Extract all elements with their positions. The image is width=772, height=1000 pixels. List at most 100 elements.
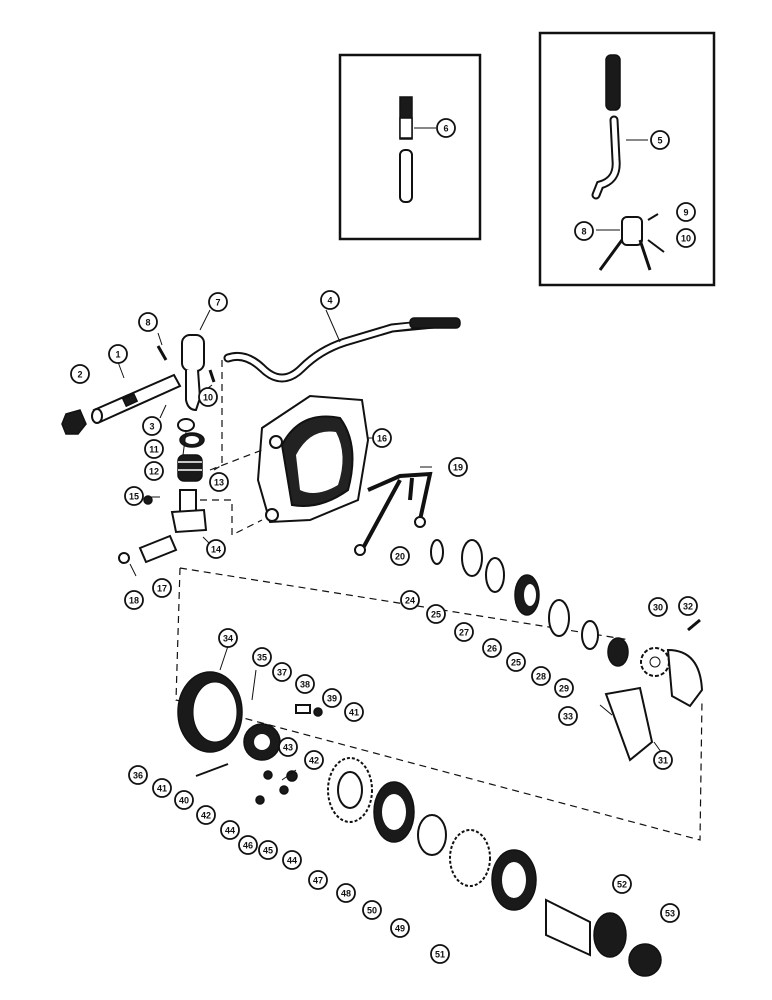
callout-9: 9 [676, 202, 696, 222]
callout-circle [174, 790, 194, 810]
callout-circle [448, 457, 468, 477]
callout-52: 52 [612, 874, 632, 894]
output-shaft [545, 898, 662, 977]
callout-circle [676, 228, 696, 248]
callout-number: 37 [277, 668, 287, 678]
pin [118, 534, 178, 564]
callout-circle [454, 622, 474, 642]
shift-lever-rod [223, 317, 461, 383]
callout-17: 17 [152, 578, 172, 598]
spring-assembly [177, 418, 205, 482]
callout-16: 16 [372, 428, 392, 448]
callout-8: 8 [138, 312, 158, 332]
callout-number: 13 [214, 478, 224, 488]
callout-number: 3 [149, 422, 154, 432]
callout-11: 11 [144, 439, 164, 459]
callout-number: 32 [683, 602, 693, 612]
callout-circle [138, 312, 158, 332]
callout-circle [152, 578, 172, 598]
callout-number: 8 [581, 227, 586, 237]
callout-number: 44 [225, 826, 235, 836]
callout-32: 32 [678, 596, 698, 616]
callout-10: 10 [676, 228, 696, 248]
callout-number: 48 [341, 889, 351, 899]
callout-number: 4 [327, 296, 332, 306]
callout-number: 8 [145, 318, 150, 328]
callout-29: 29 [554, 678, 574, 698]
pivot-shaft [91, 373, 182, 424]
callout-number: 34 [223, 634, 233, 644]
callout-number: 10 [203, 393, 213, 403]
clutch-housing [256, 394, 370, 524]
callout-42: 42 [304, 750, 324, 770]
callout-circle [258, 840, 278, 860]
callout-circle [252, 647, 272, 667]
callout-6: 6 [436, 118, 456, 138]
callout-2: 2 [70, 364, 90, 384]
callout-circle [612, 874, 632, 894]
callout-circle [436, 118, 456, 138]
callout-number: 50 [367, 906, 377, 916]
callout-number: 49 [395, 924, 405, 934]
callout-number: 39 [327, 694, 337, 704]
callout-number: 10 [681, 234, 691, 244]
callout-number: 5 [657, 136, 662, 146]
callout-5: 5 [650, 130, 670, 150]
callout-number: 27 [459, 628, 469, 638]
callout-circle [322, 688, 342, 708]
callout-number: 7 [215, 298, 220, 308]
callout-circle [70, 364, 90, 384]
callout-circle [506, 652, 526, 672]
callout-circle [108, 344, 128, 364]
callout-1: 1 [108, 344, 128, 364]
callout-number: 36 [133, 771, 143, 781]
small-parts [195, 704, 323, 805]
callout-circle [220, 820, 240, 840]
callout-circle [304, 750, 324, 770]
callout-8: 8 [574, 221, 594, 241]
shift-arm [156, 334, 216, 412]
callout-19: 19 [448, 457, 468, 477]
callout-41: 41 [344, 702, 364, 722]
callout-number: 25 [511, 658, 521, 668]
callout-circle [282, 850, 302, 870]
callout-number: 41 [349, 708, 359, 718]
callout-45: 45 [258, 840, 278, 860]
callout-10: 10 [198, 387, 218, 407]
callout-circle [142, 416, 162, 436]
callout-26: 26 [482, 638, 502, 658]
callout-number: 38 [300, 680, 310, 690]
callout-27: 27 [454, 622, 474, 642]
callout-53: 53 [660, 903, 680, 923]
callout-14: 14 [206, 539, 226, 559]
callout-number: 46 [243, 841, 253, 851]
callout-circle [558, 706, 578, 726]
callout-circle [430, 944, 450, 964]
callout-50: 50 [362, 900, 382, 920]
callout-33: 33 [558, 706, 578, 726]
callout-number: 19 [453, 463, 463, 473]
callout-number: 29 [559, 684, 569, 694]
callout-24: 24 [400, 590, 420, 610]
callout-circle [209, 472, 229, 492]
callout-circle [574, 221, 594, 241]
yoke-halves [604, 618, 704, 762]
callout-number: 12 [149, 467, 159, 477]
plunger-body [143, 489, 208, 534]
callout-12: 12 [144, 461, 164, 481]
callout-number: 2 [77, 370, 82, 380]
shift-fork [354, 471, 433, 556]
callout-44: 44 [282, 850, 302, 870]
callout-46: 46 [238, 835, 258, 855]
callout-number: 6 [443, 124, 448, 134]
callout-number: 42 [201, 811, 211, 821]
inset-box-right [538, 31, 716, 287]
callout-circle [390, 918, 410, 938]
callout-25: 25 [506, 652, 526, 672]
callout-number: 18 [129, 596, 139, 606]
callout-number: 14 [211, 545, 221, 555]
callout-number: 16 [377, 434, 387, 444]
callout-number: 17 [157, 584, 167, 594]
